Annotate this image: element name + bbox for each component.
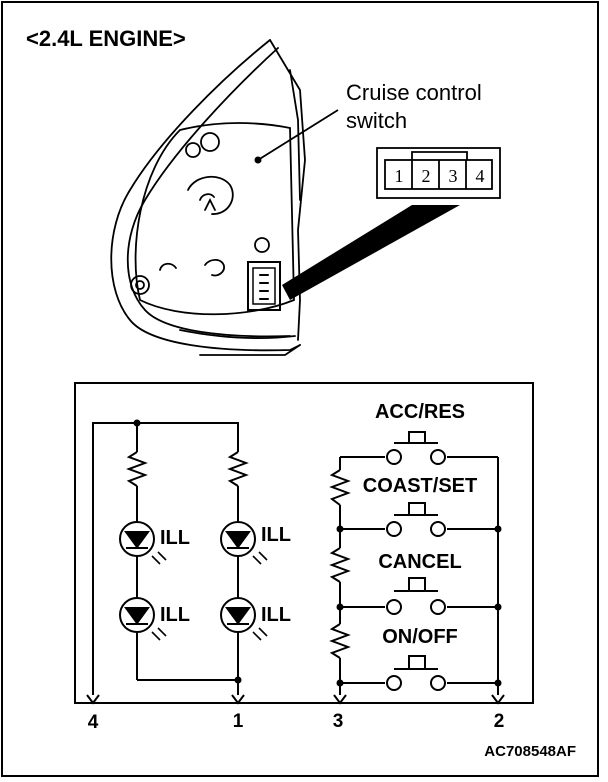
connector-pin-2: 2: [422, 166, 431, 186]
callout-leader: [257, 109, 339, 161]
connector-face: [376, 147, 501, 199]
switch-label-cancel: CANCEL: [378, 551, 461, 573]
connector-pin-4: 4: [476, 166, 485, 186]
led-symbols: [124, 531, 268, 641]
switch-circuit: [329, 431, 499, 695]
figure-frame: [1, 1, 599, 777]
led-label-4: ILL: [261, 604, 291, 626]
terminal-2: 2: [494, 711, 505, 732]
terminal-4: 4: [88, 712, 99, 733]
terminal-3: 3: [333, 711, 344, 732]
steering-switch-illustration: [110, 39, 306, 356]
callout-line-2: switch: [346, 108, 407, 133]
led-label-2: ILL: [261, 524, 291, 546]
switch-label-coast-set: COAST/SET: [363, 475, 477, 497]
connector-pin-1: 1: [395, 166, 404, 186]
connector-pointer-wedge: [282, 205, 460, 300]
switch-label-acc-res: ACC/RES: [375, 401, 465, 423]
callout-line-1: Cruise control: [346, 80, 482, 105]
schematic-box: [74, 382, 534, 704]
terminal-1: 1: [233, 711, 244, 732]
junction-dots: [133, 419, 502, 687]
terminal-arrows: [86, 694, 505, 705]
switch-label-on-off: ON/OFF: [382, 626, 458, 648]
switch-contacts: [386, 449, 446, 691]
connector-pin-3: 3: [449, 166, 458, 186]
led-label-1: ILL: [160, 527, 190, 549]
figure-code: AC708548AF: [484, 743, 576, 760]
engine-title: <2.4L ENGINE>: [26, 26, 186, 51]
illumination-circuit: [92, 422, 256, 695]
led-label-3: ILL: [160, 604, 190, 626]
